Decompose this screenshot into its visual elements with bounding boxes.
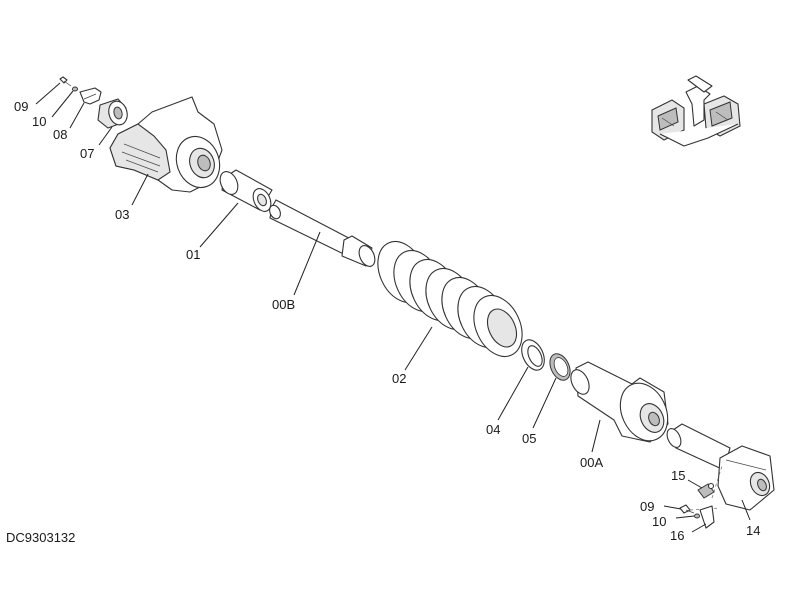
rod-00B [269,199,376,267]
seal-07 [97,98,128,129]
callout-03: 03 [115,207,129,222]
drawing-code: DC9303132 [6,530,75,545]
lock-plate-08 [79,87,102,105]
grease-fitting-15 [697,482,715,499]
callout-10-bottom: 10 [652,514,666,529]
washer-10-bottom [694,513,700,519]
callout-08: 08 [53,127,67,142]
callout-09-top: 09 [14,99,28,114]
callout-02: 02 [392,371,406,386]
bracket-housing-03 [109,96,223,193]
callout-00A: 00A [580,455,603,470]
bolt-09-bottom [679,504,695,514]
callout-05: 05 [522,431,536,446]
callout-07: 07 [80,146,94,161]
lock-plate-16 [699,505,715,529]
callout-01: 01 [186,247,200,262]
callout-00B: 00B [272,297,295,312]
recoil-spring-02 [377,240,523,358]
callout-10-top: 10 [32,114,46,129]
callout-04: 04 [486,422,500,437]
washer-10-top [72,86,78,92]
bolt-09-top [59,76,72,87]
bushing-01 [219,169,273,212]
cylinder-00A [570,361,669,443]
ring-04 [521,339,545,371]
callout-09-bottom: 09 [640,499,654,514]
callout-15: 15 [671,468,685,483]
callout-14: 14 [746,523,760,538]
excavator-undercarriage-orientation-icon [651,75,741,147]
snap-ring-05 [549,353,571,381]
yoke-14 [666,423,775,511]
callout-16: 16 [670,528,684,543]
